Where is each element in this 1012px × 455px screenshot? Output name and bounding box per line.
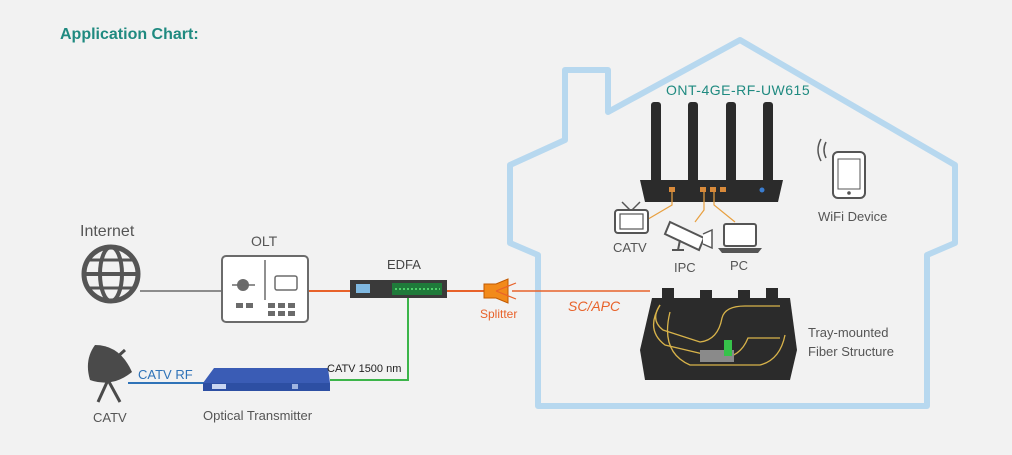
catv-1500nm-label: CATV 1500 nm <box>327 363 402 375</box>
tray-label-line1: Tray-mounted <box>808 325 889 340</box>
house-outline <box>507 37 958 409</box>
transmitter-edfa-fiber <box>330 298 409 381</box>
globe-icon <box>81 244 141 304</box>
phone-icon <box>832 151 866 199</box>
edfa-icon <box>350 280 447 298</box>
router-pc-link <box>713 192 736 223</box>
catv-tv-label: CATV <box>613 240 647 255</box>
pc-label: PC <box>730 258 749 273</box>
camera-icon <box>663 220 713 252</box>
optical-transmitter-label: Optical Transmitter <box>203 408 313 423</box>
router-icon <box>640 102 783 202</box>
internet-label: Internet <box>80 223 135 240</box>
catv-rf-label: CATV RF <box>138 367 193 382</box>
tray-label-line2: Fiber Structure <box>808 344 894 359</box>
router-tv-link <box>637 192 673 226</box>
ipc-label: IPC <box>674 260 696 275</box>
fiber-tray <box>640 288 797 380</box>
ont-model-label: ONT-4GE-RF-UW615 <box>666 82 811 98</box>
wifi-icon <box>817 138 827 162</box>
router-ipc-link <box>694 192 705 223</box>
olt-icon <box>221 255 309 323</box>
optical-transmitter-icon <box>203 368 330 391</box>
laptop-icon <box>718 223 762 253</box>
edfa-label: EDFA <box>387 257 421 272</box>
catv-dish-label: CATV <box>93 410 127 425</box>
wifi-device-label: WiFi Device <box>818 209 888 224</box>
splitter-icon <box>483 278 517 304</box>
connector-type-label: SC/APC <box>568 298 621 314</box>
olt-label: OLT <box>251 233 278 249</box>
tv-icon <box>614 201 649 234</box>
satellite-dish-icon <box>87 345 132 403</box>
page-title: Application Chart: <box>60 26 199 43</box>
splitter-label: Splitter <box>480 307 518 321</box>
